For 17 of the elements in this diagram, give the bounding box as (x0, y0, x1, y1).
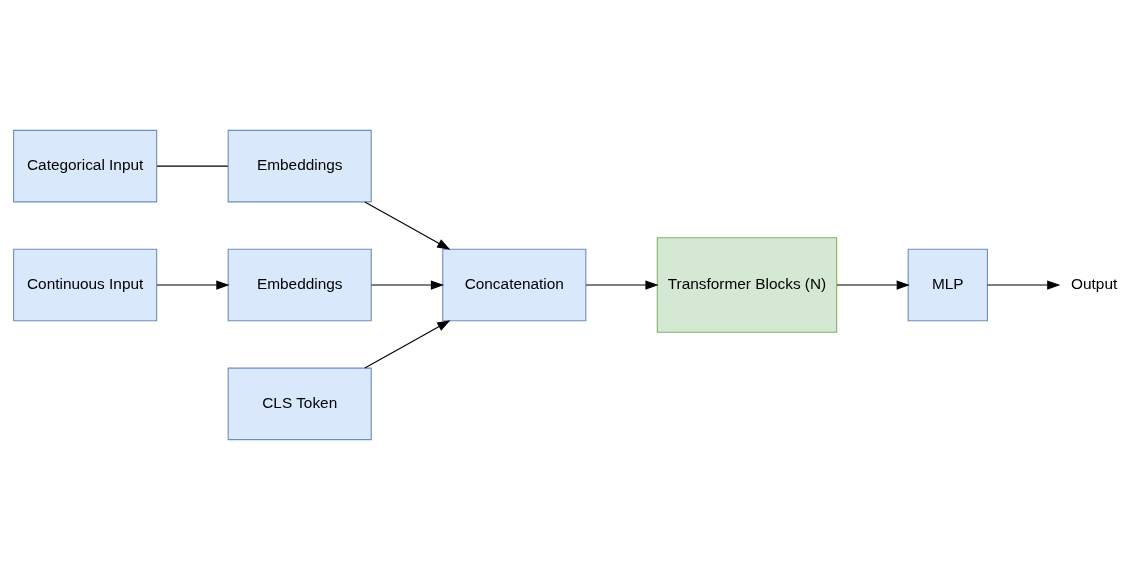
node-box: CLS Token (227, 367, 372, 440)
connector (156, 165, 229, 167)
node-box: Transformer Blocks (N) (656, 236, 838, 333)
node-text: Output (1071, 274, 1118, 292)
node-box: Embeddings (227, 129, 372, 202)
node-box: MLP (907, 248, 988, 321)
arrow (836, 279, 910, 290)
arrow (585, 279, 659, 290)
arrow (987, 279, 1061, 290)
arrow (370, 279, 445, 290)
arrow (364, 319, 451, 369)
node-box: Embeddings (227, 248, 372, 321)
node-box: Concatenation (442, 248, 587, 321)
arrow (156, 279, 230, 290)
node-box: Continuous Input (13, 248, 158, 321)
arrow (364, 200, 451, 250)
node-box: Categorical Input (13, 129, 158, 202)
